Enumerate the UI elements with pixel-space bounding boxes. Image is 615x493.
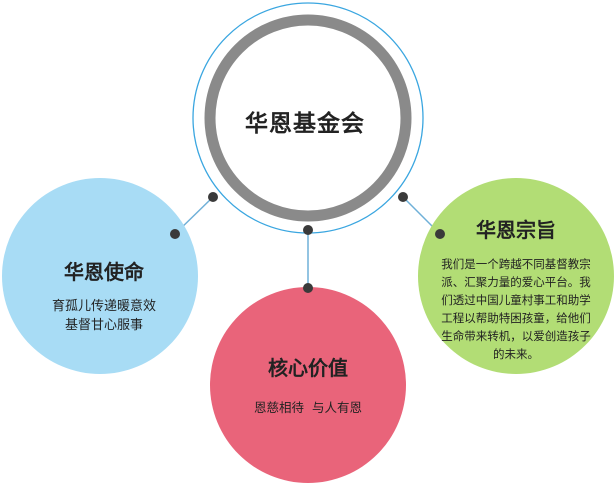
center-label: 华恩基金会 xyxy=(205,104,405,138)
values-title: 核心价值 xyxy=(268,356,348,380)
node-dot-mission-outer xyxy=(170,229,180,239)
node-dot-purpose-inner xyxy=(398,192,408,202)
mission-circle xyxy=(2,178,198,374)
center-ring xyxy=(204,14,412,222)
node-dot-mission-inner xyxy=(208,192,218,202)
mission-title: 华恩使命 xyxy=(64,260,144,284)
values-circle xyxy=(210,287,406,483)
purpose-title: 华恩宗旨 xyxy=(476,218,556,242)
mission-body: 育孤儿传递暖意效基督甘心服事 xyxy=(51,299,156,333)
center-title: 华恩基金会 xyxy=(245,111,365,137)
node-dot-values-outer xyxy=(303,283,313,293)
purpose-circle xyxy=(418,178,614,374)
purpose-body: 我们是一个跨越不同基督教宗派、汇聚力量的爱心平台。我们透过中国儿童村事工和助学工… xyxy=(441,257,591,361)
values-body: 恩慈相待 与人有恩 xyxy=(254,400,362,415)
purpose-label: 华恩宗旨 我们是一个跨越不同基督教宗派、汇聚力量的爱心平台。我们透过中国儿童村事… xyxy=(432,214,600,363)
node-dot-values-inner xyxy=(303,225,313,235)
mission-label: 华恩使命 育孤儿传递暖意效基督甘心服事 xyxy=(24,256,184,335)
values-label: 核心价值 恩慈相待 与人有恩 xyxy=(218,352,398,416)
node-dot-purpose-outer xyxy=(435,229,445,239)
